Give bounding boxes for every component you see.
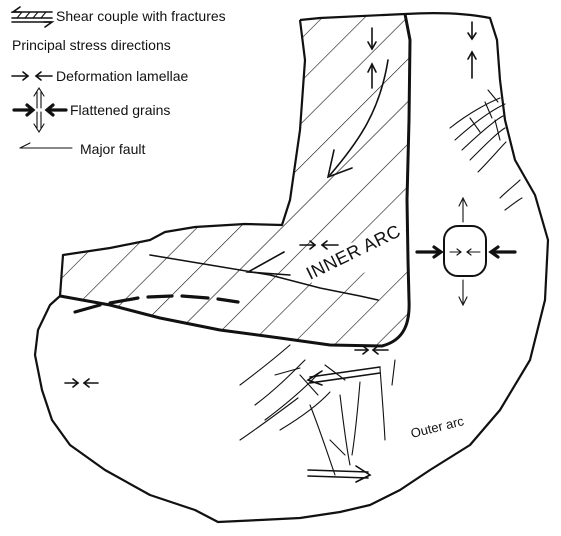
shear-couple-lower — [308, 466, 370, 482]
shear-couple-upper — [308, 367, 380, 385]
legend-shear-couple: Shear couple with fractures — [56, 8, 226, 24]
legend-deformation-lamellae: Deformation lamellae — [56, 68, 188, 84]
fold-body: INNER ARC — [35, 13, 548, 522]
shear-couple-icon — [12, 7, 52, 27]
outer-arc-label: Outer arc — [409, 413, 466, 441]
legend: Shear couple with fractures Principal st… — [12, 7, 226, 157]
flattened-grains-icon — [14, 88, 66, 132]
deformation-lamellae-outer — [65, 346, 388, 387]
fractures-outer-arc — [240, 345, 395, 475]
fractures-upper-right — [450, 90, 522, 210]
deformation-lamellae-icon — [12, 72, 52, 80]
legend-principal-stress-heading: Principal stress directions — [12, 37, 171, 53]
flattened-grain — [417, 198, 515, 305]
major-fault-icon — [20, 143, 72, 148]
legend-flattened-grains: Flattened grains — [70, 102, 170, 118]
legend-major-fault: Major fault — [80, 141, 145, 157]
